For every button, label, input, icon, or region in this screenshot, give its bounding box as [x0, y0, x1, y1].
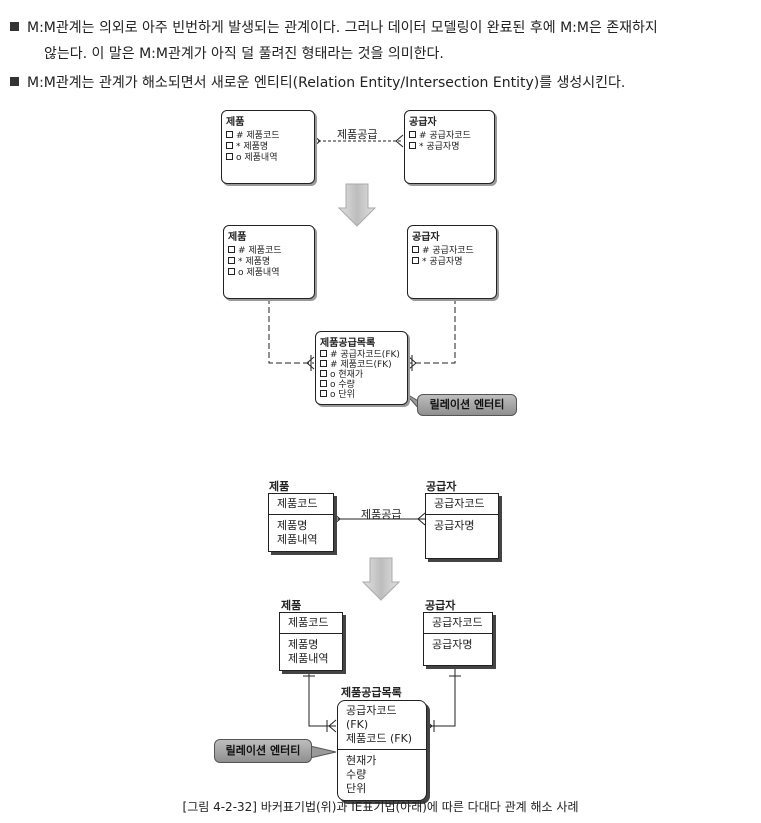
ie-entity-title: 제품: [281, 599, 302, 612]
ie-entity-supplier: 공급자코드 공급자명: [425, 493, 499, 559]
attribute: o 수량: [316, 380, 407, 390]
checkbox-icon: [409, 142, 416, 149]
attribute: # 공급자코드: [405, 131, 494, 142]
attribute: * 제품명: [222, 142, 314, 153]
checkbox-icon: [226, 142, 233, 149]
attribute: # 제품코드(FK): [316, 360, 407, 370]
attribute-section: 공급자명: [424, 634, 492, 656]
attribute: # 공급자코드(FK): [316, 350, 407, 360]
relation-entity-callout: 릴레이션 엔터티: [214, 739, 312, 763]
down-arrow-icon: [361, 557, 401, 601]
attribute-section: 제품명 제품내역: [269, 515, 333, 551]
attribute-section: 공급자명: [426, 515, 498, 537]
bullet-2: M:M관계는 관계가 해소되면서 새로운 엔티티(Relation Entity…: [10, 71, 625, 95]
checkbox-icon: [320, 370, 327, 377]
bullet-1-line1: M:M관계는 의외로 아주 빈번하게 발생되는 관계이다. 그러나 데이터 모델…: [27, 20, 658, 36]
bullet-square-icon: [10, 77, 19, 86]
checkbox-icon: [228, 246, 235, 253]
down-arrow-icon: [337, 183, 377, 227]
attribute: o 단위: [316, 390, 407, 400]
barker-before-relationship: [312, 134, 404, 148]
barker-entity-supplier: 공급자 # 공급자코드 * 공급자명: [407, 225, 497, 299]
attribute: # 공급자코드: [408, 246, 496, 257]
primary-key: 제품코드: [277, 497, 318, 510]
barker-entity-product: 제품 # 제품코드 * 제품명 o 제품내역: [223, 225, 315, 299]
bullet-square-icon: [10, 22, 19, 31]
attribute: * 공급자명: [408, 257, 496, 268]
bullet-1: M:M관계는 의외로 아주 빈번하게 발생되는 관계이다. 그러나 데이터 모델…: [10, 16, 658, 40]
bullet-2-line1: M:M관계는 관계가 해소되면서 새로운 엔티티(Relation Entity…: [27, 75, 626, 91]
attribute: o 제품내역: [222, 153, 314, 164]
primary-key-section: 공급자코드: [424, 613, 492, 634]
ie-entity-title: 제품: [269, 480, 290, 493]
checkbox-icon: [226, 131, 233, 138]
ie-entity-product: 제품코드 제품명 제품내역: [268, 493, 334, 552]
ie-after-relationships: [303, 668, 461, 733]
checkbox-icon: [320, 350, 327, 357]
checkbox-icon: [412, 246, 419, 253]
entity-title: 공급자: [412, 232, 440, 243]
primary-key: 제품코드 (FK): [346, 732, 413, 745]
checkbox-icon: [226, 153, 233, 160]
attribute: 제품명: [277, 519, 308, 532]
attribute: 공급자명: [434, 519, 475, 532]
primary-key-section: 제품코드: [269, 494, 333, 515]
checkbox-icon: [320, 390, 327, 397]
ie-relationship-label: 제품공급: [361, 508, 402, 521]
barker-relationship-label: 제품공급: [337, 128, 378, 141]
primary-key: 제품코드: [288, 616, 329, 629]
ie-entity-supplier: 공급자코드 공급자명: [423, 612, 493, 666]
attribute: * 공급자명: [405, 142, 494, 153]
primary-key-section: 공급자코드 (FK) 제품코드 (FK): [338, 701, 426, 750]
ie-entity-product: 제품코드 제품명 제품내역: [279, 612, 343, 671]
attribute: # 제품코드: [222, 131, 314, 142]
checkbox-icon: [409, 131, 416, 138]
entity-title: 제품: [226, 117, 245, 128]
primary-key: 공급자코드: [434, 497, 485, 510]
figure-caption: [그림 4-2-32] 바커표기법(위)과 IE표기법(아래)에 따른 다대다 …: [182, 800, 579, 814]
callout-pointer: [309, 745, 337, 759]
ie-before-relationship: [332, 512, 426, 526]
attribute: o 제품내역: [224, 268, 314, 279]
attribute: 수량: [346, 768, 367, 781]
entity-title: 공급자: [409, 117, 437, 128]
attribute: 제품내역: [277, 533, 318, 546]
barker-entity-product: 제품 # 제품코드 * 제품명 o 제품내역: [221, 110, 315, 184]
checkbox-icon: [228, 268, 235, 275]
ie-entity-title: 공급자: [426, 480, 457, 493]
ie-entity-title: 공급자: [425, 599, 456, 612]
attribute: 제품명: [288, 638, 319, 651]
attribute: * 제품명: [224, 257, 314, 268]
ie-entity-intersection: 공급자코드 (FK) 제품코드 (FK) 현재가 수량 단위: [337, 700, 427, 801]
attribute: # 제품코드: [224, 246, 314, 257]
primary-key-section: 공급자코드: [426, 494, 498, 515]
attribute: 제품내역: [288, 652, 329, 665]
attribute: 단위: [346, 782, 367, 795]
attribute-section: 제품명 제품내역: [280, 634, 342, 670]
ie-entity-title: 제품공급목록: [341, 686, 402, 699]
checkbox-icon: [228, 257, 235, 264]
attribute-section: 현재가 수량 단위: [338, 750, 426, 800]
primary-key-section: 제품코드: [280, 613, 342, 634]
barker-after-relationships: [268, 298, 456, 371]
primary-key: 공급자코드 (FK): [346, 704, 397, 731]
checkbox-icon: [412, 257, 419, 264]
attribute: 현재가: [346, 754, 377, 767]
relation-entity-callout: 릴레이션 엔터티: [417, 394, 517, 416]
attribute: o 현재가: [316, 370, 407, 380]
entity-title: 제품공급목록: [320, 338, 376, 349]
barker-entity-supplier: 공급자 # 공급자코드 * 공급자명: [404, 110, 495, 184]
bullet-1-line2: 않는다. 이 말은 M:M관계가 아직 덜 풀려진 형태라는 것을 의미한다.: [44, 46, 444, 62]
attribute: 공급자명: [432, 638, 473, 651]
primary-key: 공급자코드: [432, 616, 483, 629]
checkbox-icon: [320, 380, 327, 387]
barker-entity-intersection: 제품공급목록 # 공급자코드(FK) # 제품코드(FK) o 현재가 o 수량…: [315, 331, 408, 405]
checkbox-icon: [320, 360, 327, 367]
entity-title: 제품: [228, 232, 247, 243]
